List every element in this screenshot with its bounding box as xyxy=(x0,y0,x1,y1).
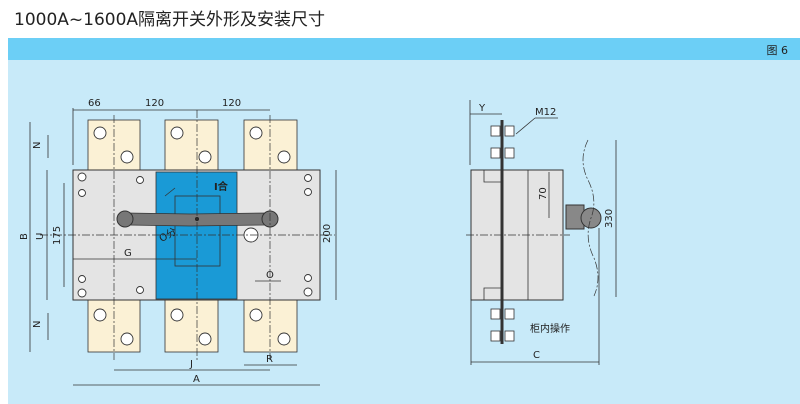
dim-70: 70 xyxy=(538,187,549,200)
dim-U: U xyxy=(35,233,46,240)
terminal-top-3 xyxy=(243,119,298,173)
note-operation: 柜内操作 xyxy=(530,322,570,335)
bolt-label-M12: M12 xyxy=(535,107,556,118)
dim-66: 66 xyxy=(88,98,101,109)
m12-bolts xyxy=(490,125,515,342)
dim-G: G xyxy=(124,248,132,259)
dim-N-top: N xyxy=(32,142,43,149)
dim-330: 330 xyxy=(604,209,615,228)
handle-frame xyxy=(174,195,221,267)
terminal-bottom-2 xyxy=(164,297,219,353)
dim-N-bottom: N xyxy=(32,321,43,328)
terminal-bolts xyxy=(93,126,291,346)
handle-swing-path xyxy=(582,139,599,297)
dim-J: J xyxy=(189,359,193,370)
terminal-bottom-3 xyxy=(243,297,298,353)
dim-175: 175 xyxy=(52,226,63,245)
dim-A: A xyxy=(193,374,200,385)
handle-panel xyxy=(155,171,238,300)
handle-knob-left xyxy=(116,210,134,228)
mount-holes xyxy=(77,172,313,298)
page-title: 1000A~1600A隔离开关外形及安装尺寸 xyxy=(14,10,326,30)
dim-Y: Y xyxy=(478,103,486,114)
rotary-handle[interactable] xyxy=(124,212,266,227)
dim-120b: 120 xyxy=(222,98,241,109)
dim-B: B xyxy=(19,233,30,240)
side-view: Y M12 70 330 柜内操作 C xyxy=(466,100,617,365)
dim-C: C xyxy=(533,350,540,361)
dim-200: 200 xyxy=(322,224,333,243)
dim-R: R xyxy=(266,354,273,365)
dim-O: O xyxy=(266,270,274,281)
front-view: I合 O分 66 120 120 N N B U 175 G 200 O J xyxy=(19,98,337,386)
figure-header-band: 图 6 xyxy=(8,38,800,60)
terminal-top-2 xyxy=(164,119,219,173)
rotate-arrow-icon xyxy=(164,187,176,197)
figure-label: 图 6 xyxy=(766,44,789,57)
on-label: I合 xyxy=(214,180,229,193)
dim-120a: 120 xyxy=(145,98,164,109)
